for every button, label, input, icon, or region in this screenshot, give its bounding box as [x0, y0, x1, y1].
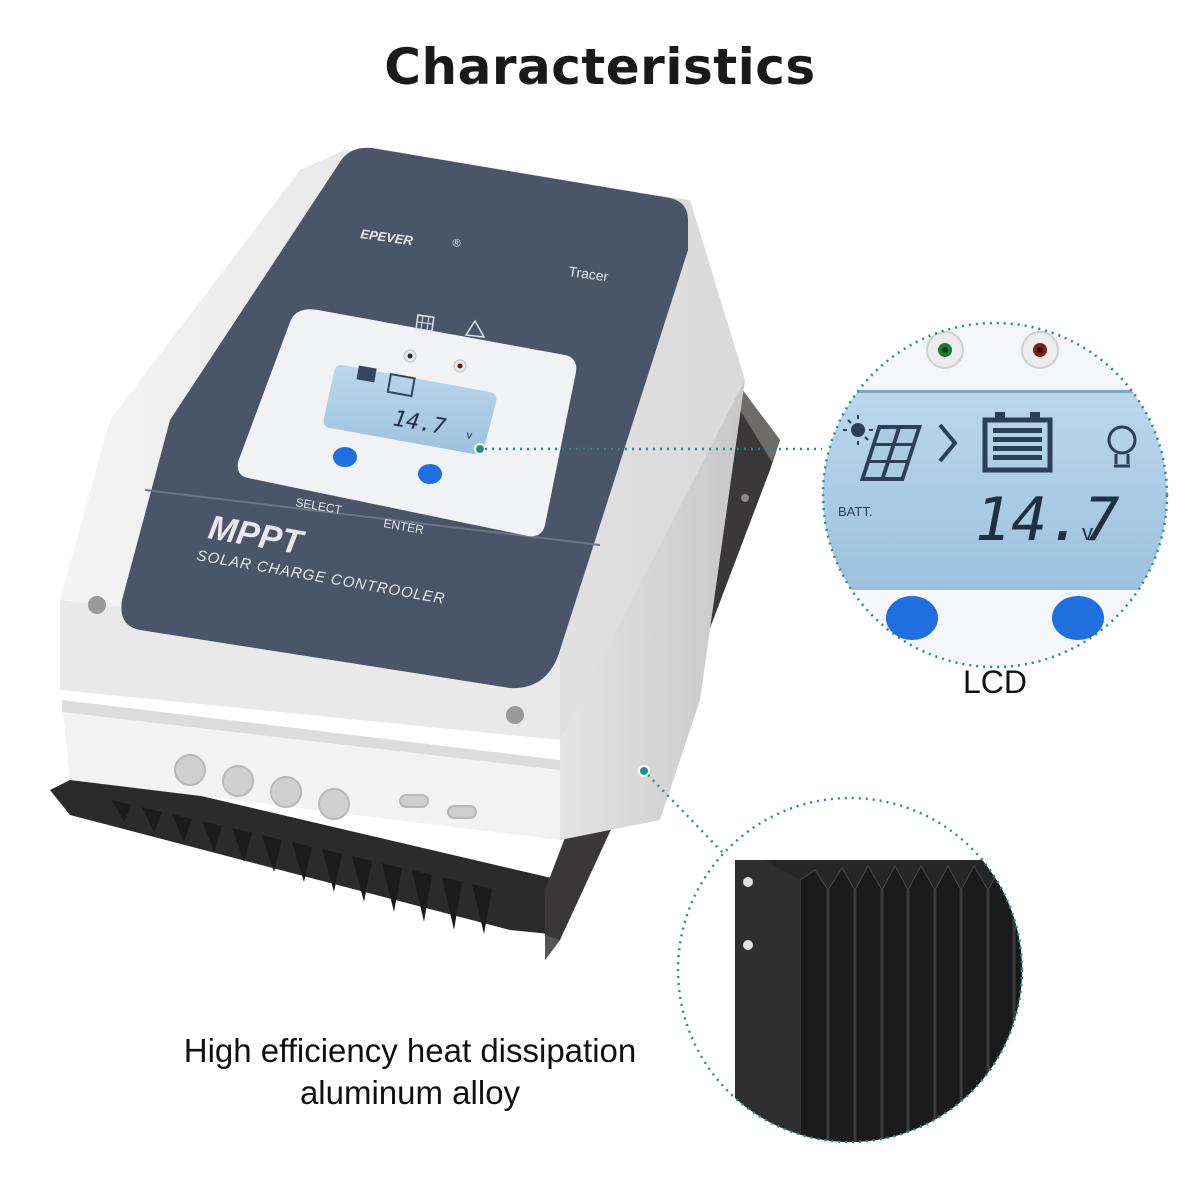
registered-mark: ®: [452, 237, 462, 250]
heatsink-caption-line-2: aluminum alloy: [299, 1074, 521, 1111]
heatsink-zoom: [676, 796, 1024, 1144]
lcd-solar-panel-icon: [859, 425, 922, 481]
lcd-window: [323, 364, 497, 455]
bulb-icon: [1107, 425, 1137, 468]
callout-lines: [485, 447, 822, 859]
lcd-batt-label: BATT.: [838, 504, 872, 519]
lcd-unit: v: [1082, 520, 1093, 545]
warning-icon: [464, 319, 486, 338]
heatsink-caption-line-1: High efficiency heat dissipation: [183, 1032, 637, 1069]
heatsink-caption: High efficiency heat dissipation aluminu…: [110, 1030, 710, 1114]
enter-button[interactable]: [418, 464, 442, 484]
page-title: Characteristics: [384, 38, 816, 96]
mini-lcd-content: 14.7 v: [356, 365, 473, 442]
lcd-caption: LCD: [962, 664, 1027, 700]
cable-knockouts: [174, 754, 477, 820]
svg-text:v: v: [465, 429, 473, 442]
brand-logo: EPEVER: [360, 226, 415, 248]
lcd-zoom: BATT. 14.7 v: [821, 321, 1169, 669]
lcd-reading: 14.7: [975, 485, 1120, 555]
sun-icon: [843, 415, 873, 445]
battery-icon: [982, 412, 1053, 473]
solar-panel-icon: [415, 314, 435, 332]
charge-controller: EPEVER ® Tracer SELECT ENTER MPPT SOLAR …: [50, 147, 780, 960]
chevron-right-icon: [938, 423, 958, 463]
select-button[interactable]: [333, 447, 357, 467]
heatsink-fins: [50, 770, 560, 935]
model-name: Tracer: [568, 263, 610, 284]
